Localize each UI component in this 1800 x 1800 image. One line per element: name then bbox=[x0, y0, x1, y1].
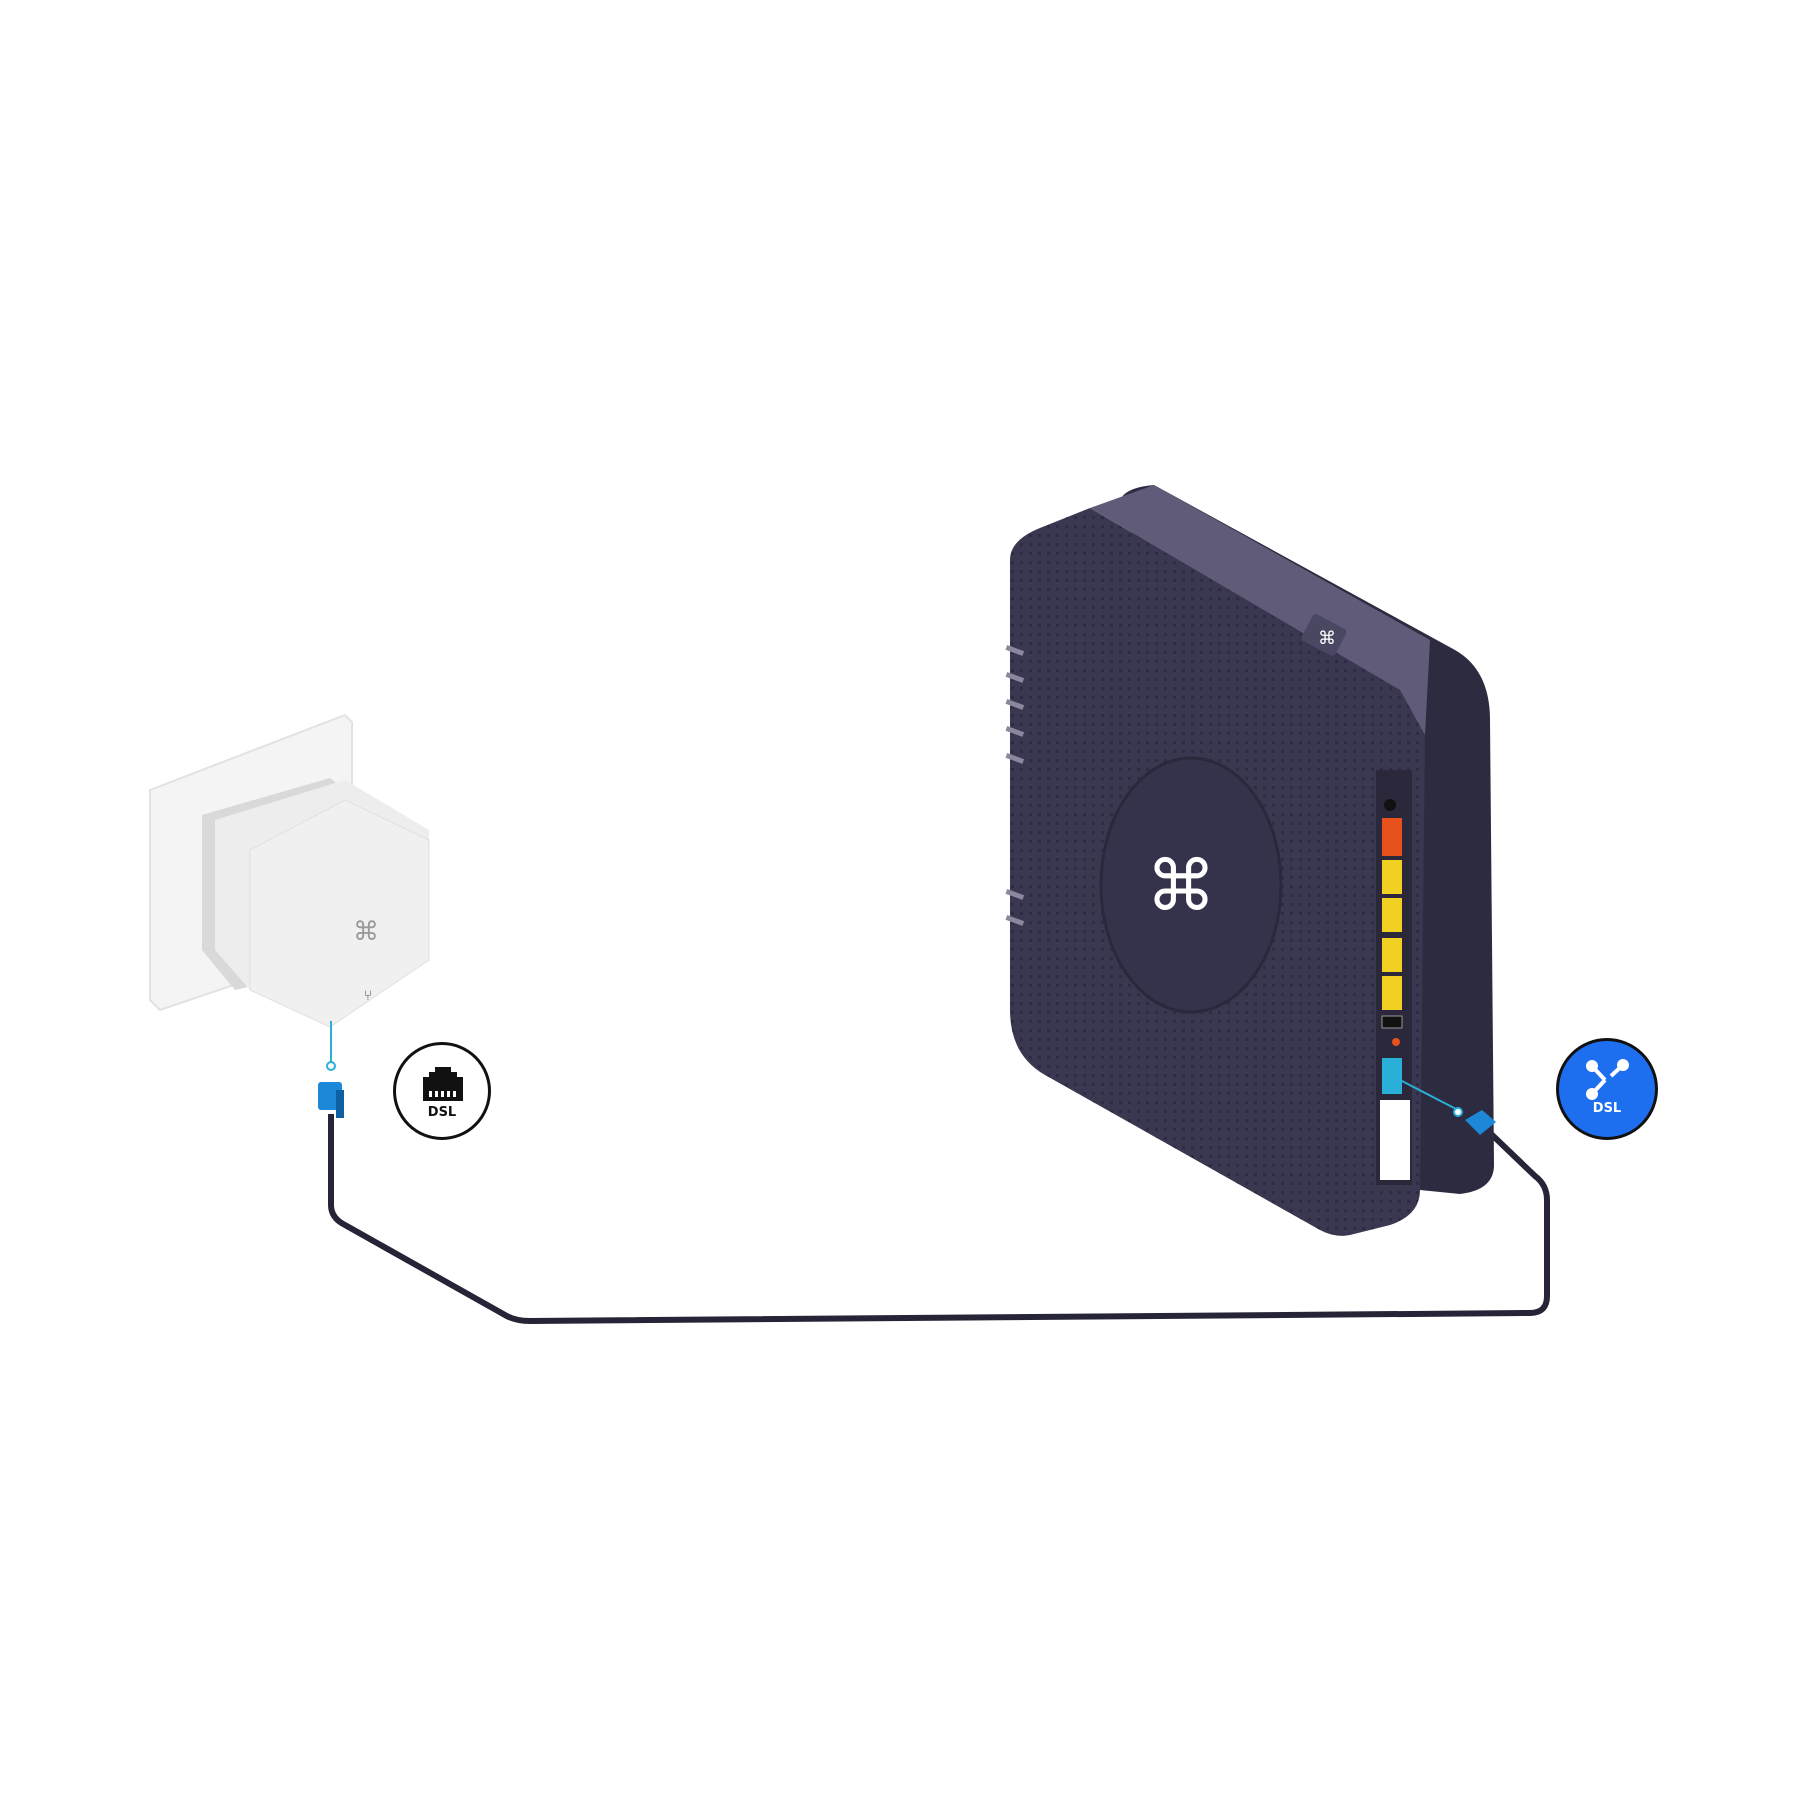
router: ⌘ ⌘ bbox=[1005, 485, 1496, 1236]
top-logo-icon: ⌘ bbox=[1318, 628, 1336, 648]
router-connector bbox=[1465, 1110, 1496, 1135]
lan-port-3 bbox=[1382, 938, 1402, 972]
brand-logo-icon: ⌘ bbox=[1146, 849, 1216, 926]
center-button bbox=[1099, 756, 1283, 1014]
wan-port bbox=[1382, 818, 1402, 856]
wall-dsl-badge: DSL bbox=[393, 1042, 491, 1140]
router-dsl-badge: DSL bbox=[1556, 1038, 1658, 1140]
brand-logo-icon: ⌘ bbox=[353, 917, 379, 946]
router-dsl-badge-label: DSL bbox=[1592, 1101, 1622, 1116]
dsl-network-icon bbox=[1586, 1059, 1629, 1100]
dsl-cable bbox=[318, 1021, 1550, 1324]
usb-port bbox=[1381, 1015, 1403, 1029]
label-sticker bbox=[1380, 1100, 1410, 1180]
wall-dsl-badge-label: DSL bbox=[427, 1105, 457, 1120]
power-port bbox=[1384, 799, 1396, 811]
port-symbol-icon: ⑂ bbox=[364, 989, 372, 1004]
wall-socket: ⌘ ⑂ bbox=[149, 713, 430, 1028]
port-panel bbox=[1376, 770, 1412, 1185]
dsl-port bbox=[1382, 1058, 1402, 1094]
rj-port-icon bbox=[423, 1067, 463, 1101]
lan-port-4 bbox=[1382, 976, 1402, 1010]
lan-port-2 bbox=[1382, 898, 1402, 932]
lan-port-1 bbox=[1382, 860, 1402, 894]
reset-button bbox=[1392, 1038, 1400, 1046]
